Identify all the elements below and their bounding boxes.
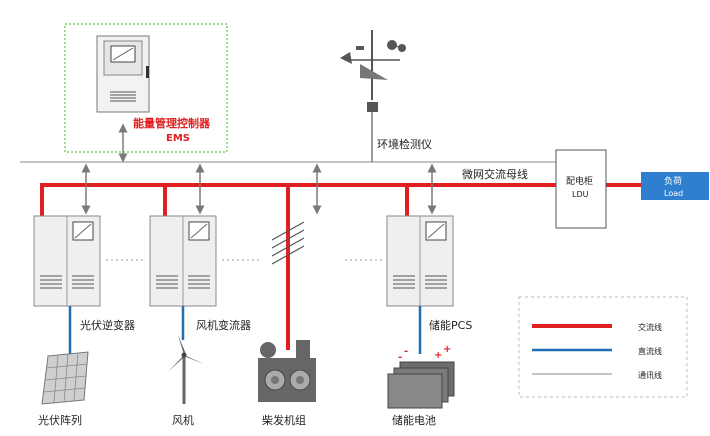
svg-text:-: - [398,352,402,363]
wind-turbine-icon [168,335,204,404]
storage-pcs-cabinet-icon [386,215,454,307]
legend-comm-label: 通讯线 [638,370,662,380]
wind-converter-label: 风机变流器 [196,318,251,332]
pv-array-label: 光伏阵列 [38,413,82,427]
ac-bus-label: 微网交流母线 [462,167,528,181]
storage-pcs-label: 储能PCS [429,318,472,332]
pv-inverter-label: 光伏逆变器 [80,318,135,332]
ems-cabinet-icon [96,35,150,113]
legend-dc-label: 直流线 [638,346,662,356]
legend-ac-label: 交流线 [638,322,662,332]
ems-label-cn: 能量管理控制器 [133,116,211,130]
svg-text:+: + [434,350,442,361]
weather-station-icon [340,30,406,112]
diesel-genset-icon [258,340,316,402]
svg-text:+: + [443,344,451,355]
diesel-genset-label: 柴发机组 [262,413,306,427]
load-label-en: Load [664,189,683,198]
wind-converter-cabinet-icon [149,215,217,307]
ldu-label-cn: 配电柜 [566,175,593,187]
legend: 交流线 直流线 通讯线 [518,296,688,398]
ldu-box [555,149,607,229]
load-label-cn: 负荷 [664,175,682,187]
transformer-marks-icon [271,221,305,265]
pv-inverter-cabinet-icon [33,215,101,307]
ems-border [64,23,228,153]
env-monitor-label: 环境检测仪 [377,137,432,151]
battery-label: 储能电池 [392,413,436,427]
legend-border [518,296,688,398]
load-box [641,172,709,200]
ldu-label-en: LDU [572,190,589,199]
svg-text:-: - [404,346,408,357]
battery-icon: - + + - [387,344,455,409]
ems-label-en: EMS [166,133,190,144]
wind-turbine-label: 风机 [172,413,194,427]
pv-array-icon [41,351,89,405]
